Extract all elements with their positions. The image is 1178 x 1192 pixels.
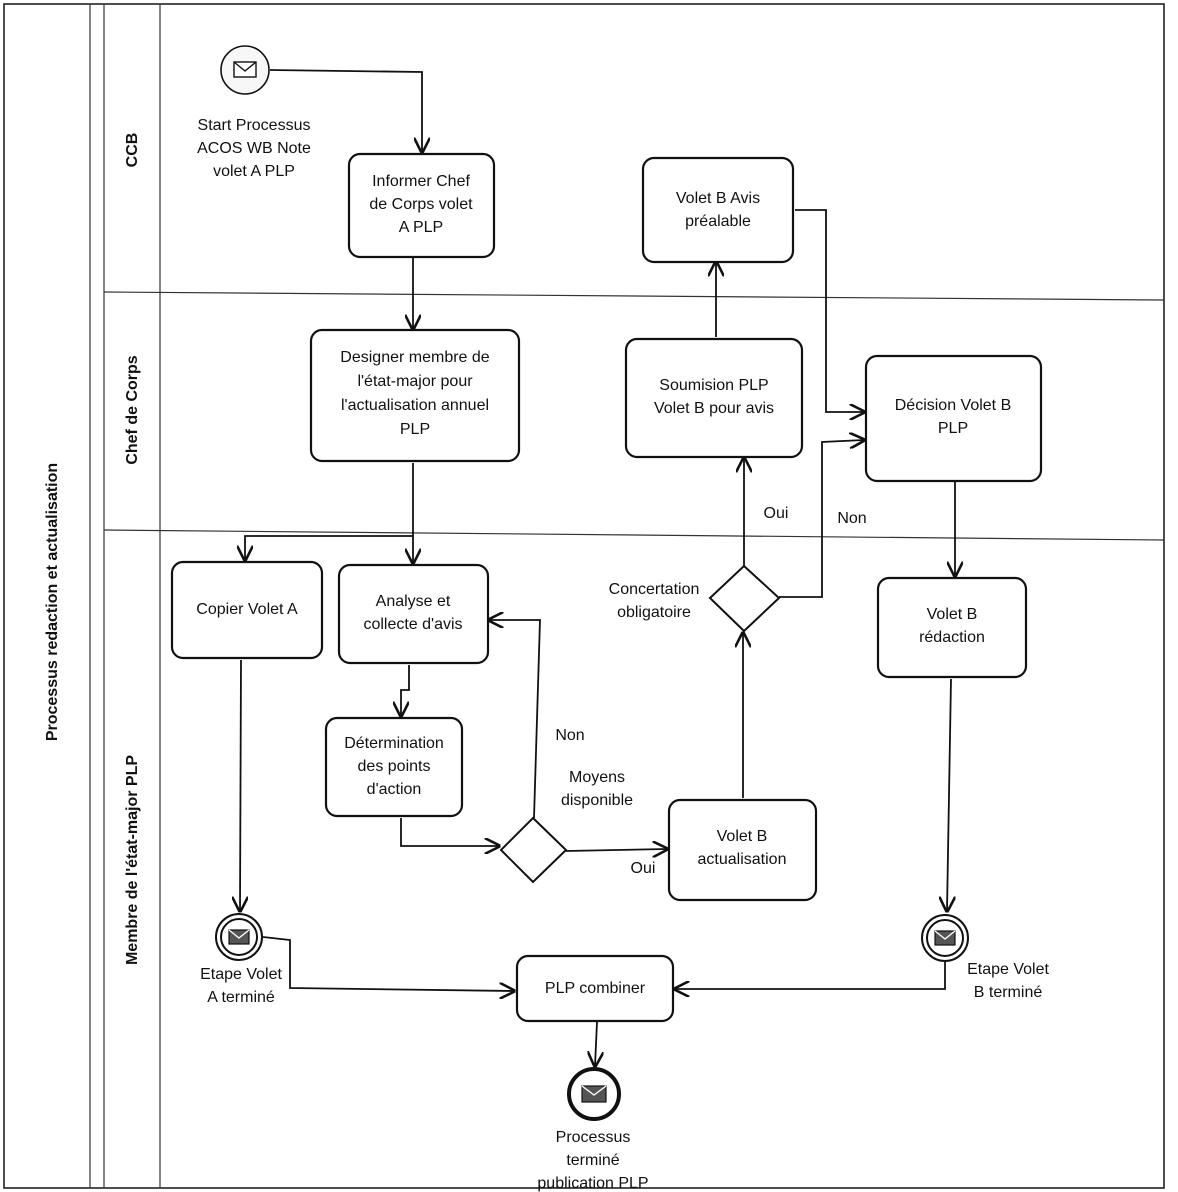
task-line: l'état-major pour <box>357 373 473 390</box>
event-label: Processus <box>556 1129 631 1146</box>
gateway-label: obligatoire <box>617 604 691 621</box>
intermediate-event-etape-volet-b: Etape Volet B terminé <box>921 914 1049 1001</box>
flow-moyens-oui-to-actualisation <box>565 849 667 851</box>
task-decision-volet-b: Décision Volet B PLP <box>864 354 1043 483</box>
task-determination-points: Détermination des points d'action <box>324 716 464 818</box>
flow-label-non: Non <box>555 727 584 744</box>
task-line: collecte d'avis <box>363 616 462 633</box>
flow-moyens-non-to-analyse <box>489 620 541 819</box>
event-label: Etape Volet <box>967 961 1049 978</box>
flow-start-to-informer <box>269 69 422 152</box>
event-label: ACOS WB Note <box>197 140 311 157</box>
task-analyse-collecte: Analyse et collecte d'avis <box>337 563 490 665</box>
task-line: Décision Volet B <box>895 397 1012 414</box>
lane-label-ccb: CCB <box>124 133 141 168</box>
task-line: Volet B Avis <box>676 190 760 207</box>
task-line: PLP <box>938 420 968 437</box>
sequence-flows <box>240 69 955 1066</box>
task-line: A PLP <box>399 219 443 236</box>
flow-etape-b-to-combiner <box>675 962 946 989</box>
task-line: Volet B <box>717 828 768 845</box>
tasks: Informer Chef de Corps volet A PLP Volet… <box>170 152 1043 1023</box>
gateways: Concertation obligatoire Moyens disponib… <box>499 564 781 884</box>
flow-avis-to-decision <box>795 209 864 412</box>
flow-combiner-to-end <box>595 1021 597 1066</box>
task-plp-combiner: PLP combiner <box>515 954 675 1023</box>
gateway-concertation-obligatoire: Concertation obligatoire <box>609 564 781 633</box>
event-label: terminé <box>566 1152 619 1169</box>
event-label: Start Processus <box>198 117 311 134</box>
task-volet-b-avis-prealable: Volet B Avis préalable <box>641 156 795 264</box>
flow-analyse-to-determination <box>401 665 410 716</box>
task-line: Volet B pour avis <box>654 400 774 417</box>
flow-label-oui: Oui <box>764 505 789 522</box>
events: Start Processus ACOS WB Note volet A PLP… <box>197 45 1049 1192</box>
gateway-label: Concertation <box>609 581 700 598</box>
task-line: l'actualisation annuel <box>341 397 489 414</box>
flow-copier-to-etape-a <box>240 659 241 911</box>
task-line: PLP <box>400 421 430 438</box>
flow-determination-to-moyens <box>400 818 499 846</box>
flow-redaction-to-etape-b <box>947 678 951 911</box>
flow-etape-a-to-combiner <box>262 936 514 991</box>
envelope-icon <box>228 929 250 945</box>
flow-label-non: Non <box>837 510 866 527</box>
pool: Processus redaction et actualisation CCB… <box>3 3 1165 1189</box>
envelope-icon <box>581 1085 607 1103</box>
task-volet-b-actualisation: Volet B actualisation <box>667 798 818 902</box>
flow-label-oui: Oui <box>631 860 656 877</box>
task-line: actualisation <box>698 851 787 868</box>
gateway-label: disponible <box>561 792 633 809</box>
event-label: Etape Volet <box>200 966 282 983</box>
task-designer-membre: Designer membre de l'état-major pour l'a… <box>309 328 521 463</box>
flow-designer-to-copier <box>245 535 413 560</box>
pool-label: Processus redaction et actualisation <box>44 463 61 741</box>
task-line: préalable <box>685 213 751 230</box>
lane-label-chef-de-corps: Chef de Corps <box>124 355 141 464</box>
task-volet-b-redaction: Volet B rédaction <box>876 576 1028 679</box>
event-label: volet A PLP <box>213 163 295 180</box>
envelope-icon <box>934 930 956 946</box>
end-event: Processus terminé publication PLP <box>537 1067 649 1192</box>
flow-labels: Oui Non Non Oui <box>555 505 866 877</box>
task-line: Analyse et <box>376 593 451 610</box>
intermediate-event-etape-volet-a: Etape Volet A terminé <box>200 913 282 1006</box>
event-label: publication PLP <box>537 1175 648 1192</box>
envelope-icon <box>233 61 257 78</box>
task-line: Designer membre de <box>340 349 490 366</box>
gateway-moyens-disponible: Moyens disponible <box>499 769 633 884</box>
event-label: B terminé <box>974 984 1043 1001</box>
task-line: de Corps volet <box>369 196 473 213</box>
task-line: des points <box>358 758 431 775</box>
task-line: rédaction <box>919 629 985 646</box>
task-line: d'action <box>367 781 422 798</box>
task-line: Soumision PLP <box>659 377 768 394</box>
event-label: A terminé <box>207 989 275 1006</box>
lane-label-membre: Membre de l'état-major PLP <box>124 755 141 965</box>
task-line: PLP combiner <box>545 980 646 997</box>
task-informer-chef-de-corps: Informer Chef de Corps volet A PLP <box>347 152 496 259</box>
flow-concertation-non-to-decision <box>779 440 864 598</box>
task-soumision-plp: Soumision PLP Volet B pour avis <box>624 337 804 459</box>
gateway-label: Moyens <box>569 769 625 786</box>
task-line: Copier Volet A <box>196 601 298 618</box>
start-event: Start Processus ACOS WB Note volet A PLP <box>197 45 311 180</box>
task-copier-volet-a: Copier Volet A <box>170 560 324 660</box>
task-line: Détermination <box>344 735 444 752</box>
task-line: Informer Chef <box>372 173 470 190</box>
task-line: Volet B <box>927 606 978 623</box>
